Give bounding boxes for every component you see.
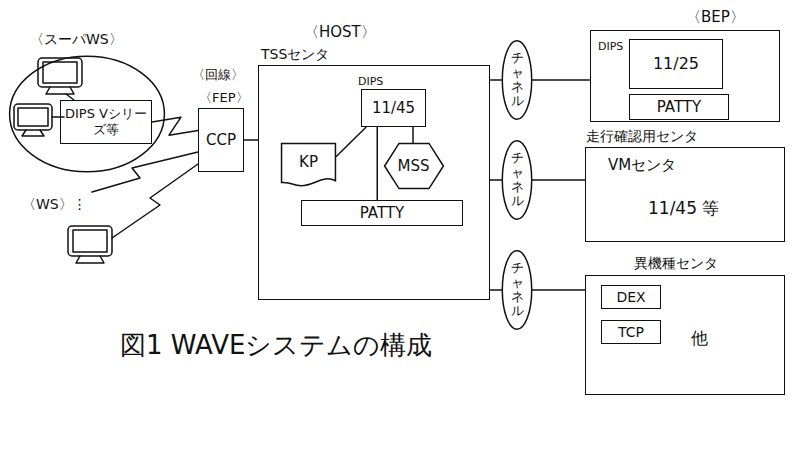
terminal-icon xyxy=(14,104,52,136)
process-box: DIPS11/45 xyxy=(361,89,426,127)
node-text: DEX xyxy=(616,289,645,306)
center-box: 異機種センタ他DEXTCP xyxy=(585,275,785,395)
terminal-wire xyxy=(52,116,64,118)
monitor-stand xyxy=(76,256,104,263)
line-label: 〈WS〉⋮ xyxy=(22,196,87,213)
connector-line xyxy=(532,179,585,181)
channel-oval: チャネル xyxy=(502,250,532,330)
line-label: 〈回線〉 xyxy=(192,67,244,83)
storage-hexagon: MSS xyxy=(384,143,444,189)
document-outline xyxy=(282,143,336,185)
connector-line xyxy=(490,179,502,181)
node-text: 11/25 xyxy=(653,54,699,73)
monitor-display xyxy=(43,62,77,83)
terminal-icon xyxy=(38,58,82,94)
connector-line xyxy=(336,127,366,157)
process-box: 〈FEP〉CCP xyxy=(198,108,244,172)
node-text: DIPS xyxy=(598,40,623,53)
process-box: DEX xyxy=(601,285,661,310)
node-text: PATTY xyxy=(360,204,404,222)
connector-line xyxy=(377,127,379,200)
node-text: 他 xyxy=(691,328,708,348)
node-text: チャネル xyxy=(511,51,524,108)
line-wire xyxy=(112,164,198,238)
figure-caption: 図1 WAVEシステムの構成 xyxy=(120,330,432,361)
connector-line xyxy=(152,117,198,135)
ellipse-outline xyxy=(10,56,165,172)
center-box: 〈BEP〉DIPS11/25PATTY xyxy=(590,30,780,122)
channel-oval: チャネル xyxy=(502,140,532,220)
node-text: DIPS Vシリーズ等 xyxy=(61,106,151,137)
connector-line xyxy=(490,79,502,81)
monitor-screen xyxy=(14,104,52,130)
channel-oval: チャネル xyxy=(502,40,532,120)
monitor-display xyxy=(73,230,107,252)
node-text: TCP xyxy=(618,324,644,341)
monitor-stand xyxy=(22,130,44,136)
monitor-display xyxy=(18,108,48,126)
process-box: DIPS11/25 xyxy=(629,39,723,89)
node-text: 11/45 等 xyxy=(648,198,719,218)
hexagon-outline xyxy=(384,143,443,188)
ellipse-outline xyxy=(502,141,531,219)
node-text: チャネル xyxy=(511,151,524,208)
node-text: PATTY xyxy=(657,98,701,116)
center-box: 〈HOST〉TSSセンタDIPS11/45KPMSSPATTY xyxy=(258,65,490,300)
node-text: 走行確認用センタ xyxy=(586,128,698,145)
connector-line xyxy=(244,139,258,141)
process-box: PATTY xyxy=(629,94,729,120)
node-text: MSS xyxy=(398,157,430,175)
terminal-icon xyxy=(68,226,112,263)
node-text: 〈HOST〉 xyxy=(304,23,376,41)
ellipse-outline xyxy=(502,41,531,119)
monitor-stand xyxy=(46,87,74,94)
center-box: 走行確認用センタVMセンタ11/45 等 xyxy=(585,147,785,242)
connector-line xyxy=(532,79,590,81)
node-text: 〈BEP〉 xyxy=(686,8,745,26)
node-text: CCP xyxy=(206,131,236,149)
group-circle: 〈スーパWS〉DIPS Vシリーズ等 xyxy=(8,55,166,173)
connector-line xyxy=(412,127,414,143)
connector-line xyxy=(490,289,502,291)
node-text: 〈FEP〉 xyxy=(199,90,249,106)
line-wire xyxy=(92,152,198,192)
document-shape: KP xyxy=(281,143,336,189)
process-box: PATTY xyxy=(301,200,463,226)
node-text: VMセンタ xyxy=(608,156,676,174)
process-box: DIPS Vシリーズ等 xyxy=(60,100,152,144)
node-text: 異機種センタ xyxy=(634,255,718,272)
monitor-screen xyxy=(38,58,82,87)
node-text: TSSセンタ xyxy=(261,46,329,63)
connector-line xyxy=(532,289,585,291)
node-text: 〈スーパWS〉 xyxy=(30,31,123,48)
ellipse-outline xyxy=(502,251,531,329)
monitor-screen xyxy=(68,226,112,256)
node-text: DIPS xyxy=(358,75,383,88)
process-box: TCP xyxy=(601,320,661,345)
node-text: 11/45 xyxy=(372,99,415,117)
node-text: チャネル xyxy=(511,261,524,318)
node-text: KP xyxy=(299,153,318,171)
